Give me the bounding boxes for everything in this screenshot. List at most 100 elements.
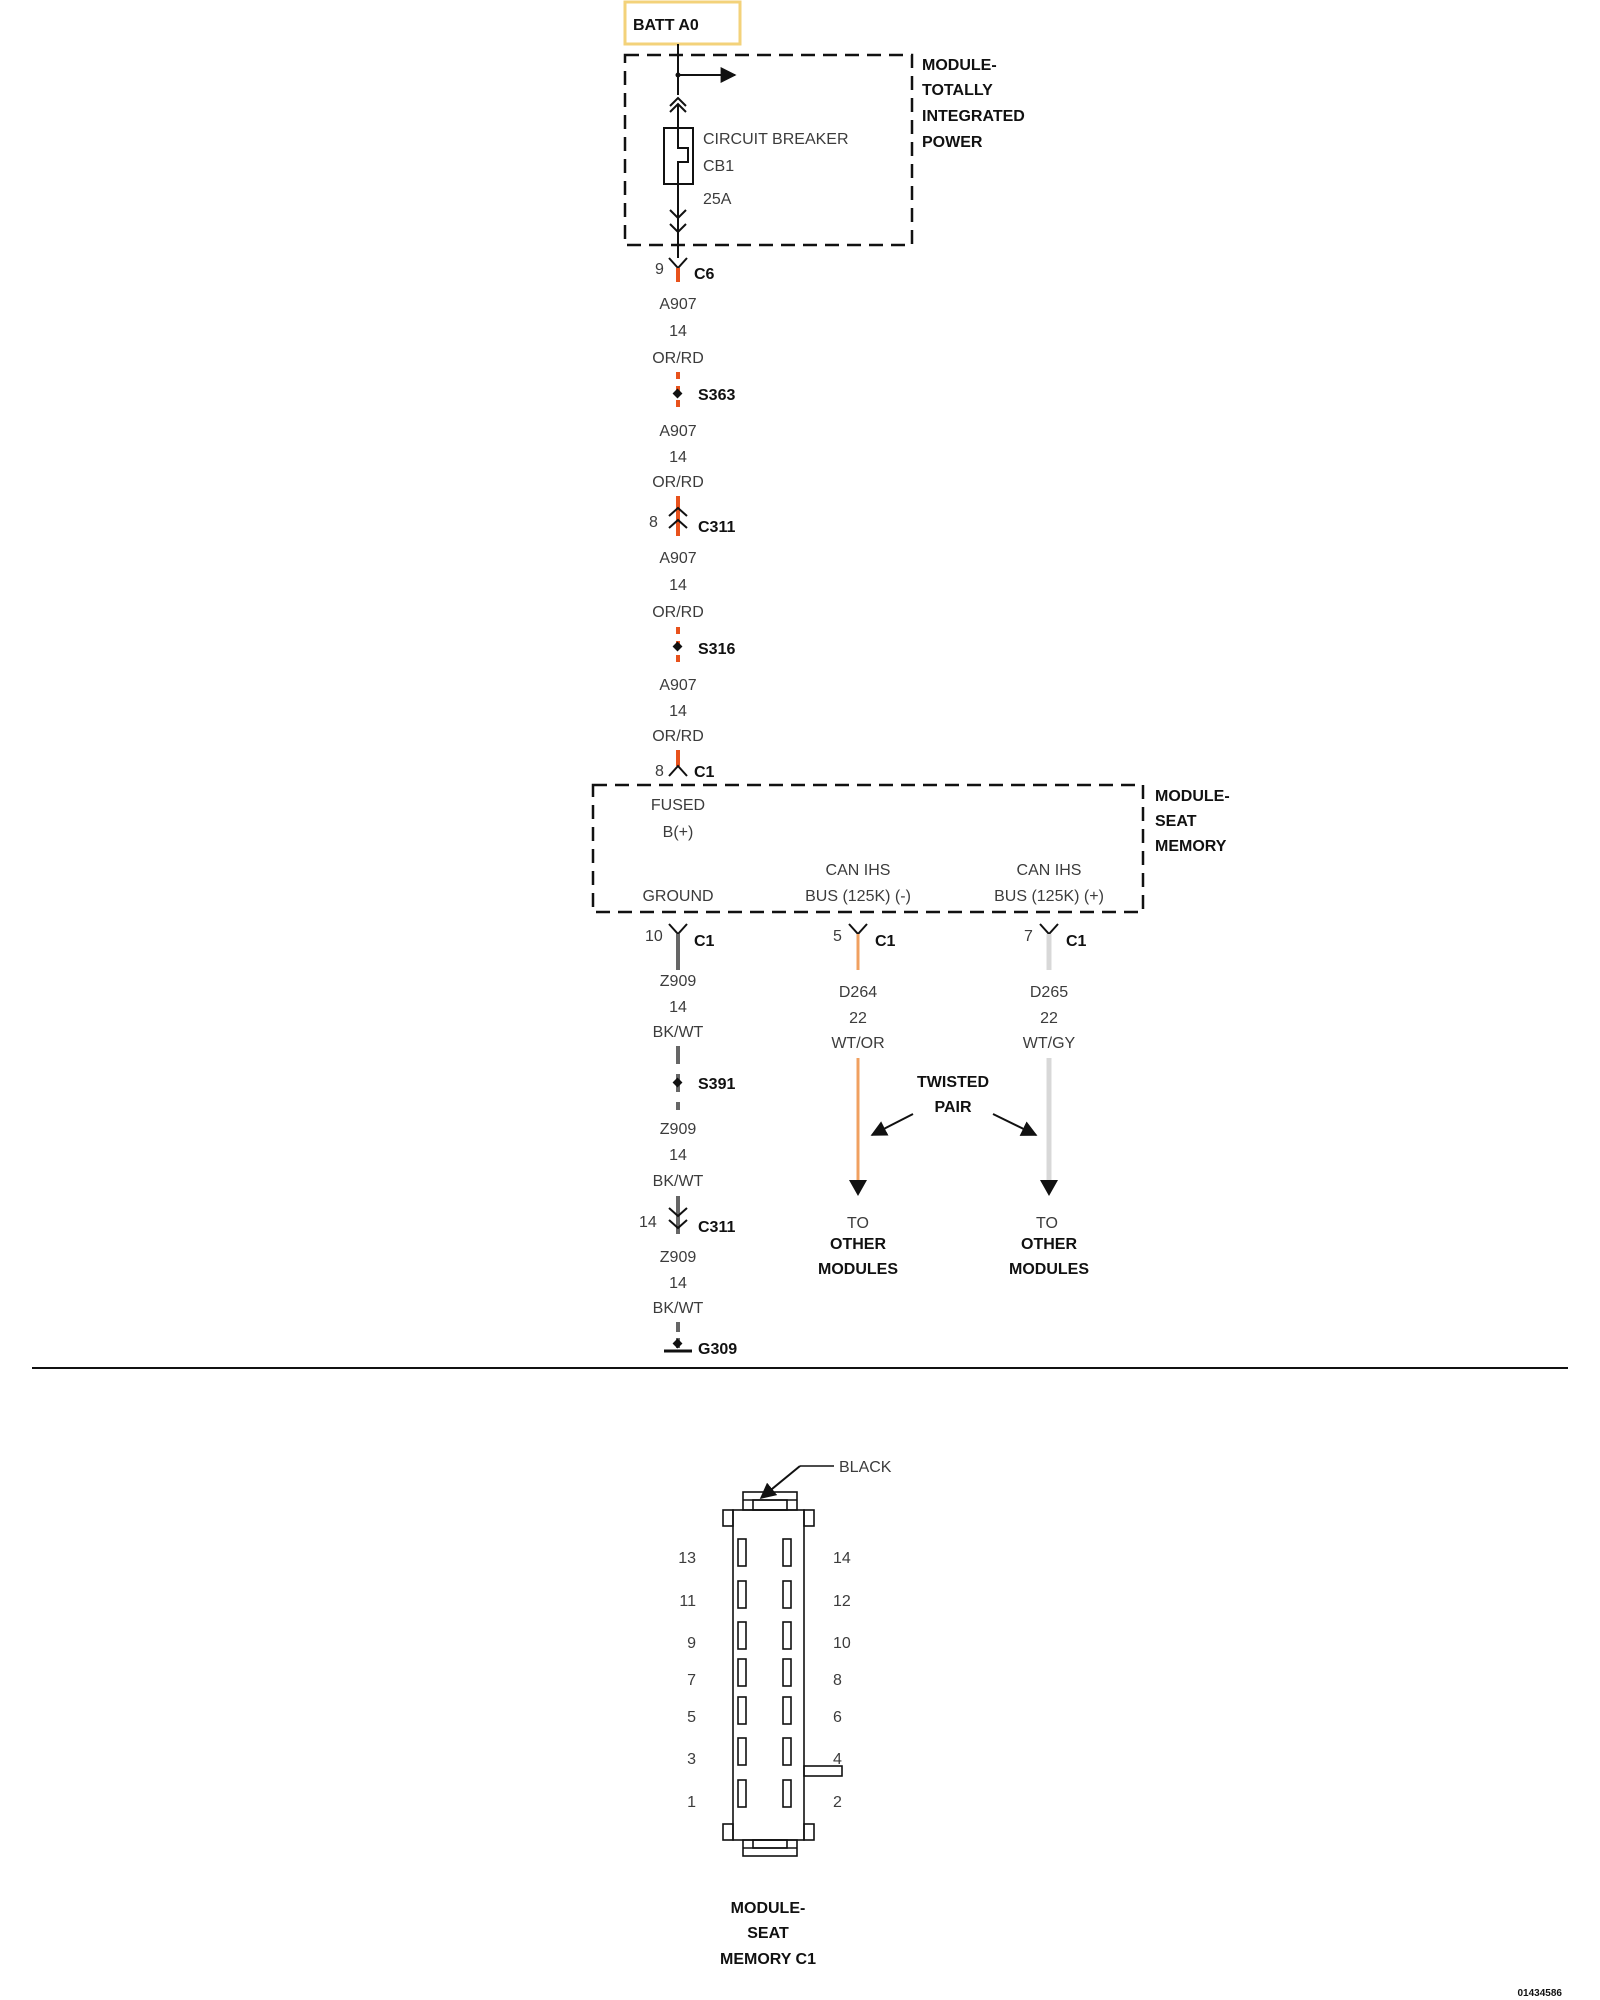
- d265-destination-label: TO OTHER MODULES: [1009, 1215, 1089, 1278]
- svg-text:SEAT: SEAT: [747, 1925, 789, 1942]
- svg-text:Z909: Z909: [660, 1121, 697, 1138]
- d264-arrow-icon: [849, 1180, 867, 1196]
- svg-text:CAN IHS: CAN IHS: [826, 862, 891, 879]
- batt-box[interactable]: [623, 0, 742, 46]
- connector-c1-pin5-icon[interactable]: [848, 923, 868, 970]
- connector-cavities: [737, 1538, 792, 1808]
- svg-text:8: 8: [833, 1672, 842, 1689]
- connector-face-icon[interactable]: [722, 1491, 843, 1857]
- svg-text:3: 3: [687, 1751, 696, 1768]
- tip-module-boundary[interactable]: [623, 53, 914, 247]
- connector-color-label: BLACK: [839, 1459, 892, 1476]
- svg-text:WT/GY: WT/GY: [1023, 1035, 1076, 1052]
- svg-text:22: 22: [849, 1010, 867, 1027]
- svg-text:14: 14: [833, 1550, 851, 1567]
- svg-text:OR/RD: OR/RD: [652, 604, 704, 621]
- c1-pin10-label[interactable]: C1: [694, 933, 715, 950]
- svg-text:OTHER: OTHER: [1021, 1236, 1077, 1253]
- svg-text:14: 14: [669, 1147, 687, 1164]
- svg-text:BK/WT: BK/WT: [653, 1173, 704, 1190]
- circuit-breaker-icon[interactable]: [663, 96, 694, 234]
- svg-text:14: 14: [669, 449, 687, 466]
- svg-text:A907: A907: [659, 677, 696, 694]
- wire-z909-label-3: Z909 14 BK/WT: [653, 1249, 704, 1317]
- svg-text:CAN IHS: CAN IHS: [1017, 862, 1082, 879]
- svg-text:9: 9: [687, 1635, 696, 1652]
- svg-text:CB1: CB1: [703, 158, 734, 175]
- svg-text:OR/RD: OR/RD: [652, 350, 704, 367]
- c1-pin10-pin: 10: [645, 928, 663, 945]
- svg-text:A907: A907: [659, 423, 696, 440]
- wire-a907-label-4: A907 14 OR/RD: [652, 677, 704, 745]
- c1-pin8-label[interactable]: C1: [694, 764, 715, 781]
- c1-pin5-label[interactable]: C1: [875, 933, 896, 950]
- wire-a907-label-1: A907 14 OR/RD: [652, 296, 704, 367]
- connector-c311-ground-icon[interactable]: [668, 1196, 688, 1234]
- svg-text:11: 11: [679, 1593, 696, 1610]
- svg-text:MODULE-: MODULE-: [922, 57, 997, 74]
- svg-text:MODULE-: MODULE-: [1155, 788, 1230, 805]
- connector-c1-pin7-icon[interactable]: [1039, 923, 1059, 970]
- connector-view-title: MODULE- SEAT MEMORY C1: [720, 1900, 816, 1968]
- ground-symbol-icon[interactable]: [664, 1338, 692, 1353]
- pin-numbers-left: 13 11 9 7 5 3 1: [678, 1550, 696, 1811]
- splice-s363-dot[interactable]: [672, 388, 683, 399]
- svg-text:D264: D264: [839, 984, 877, 1001]
- splice-s316-dot[interactable]: [672, 641, 683, 652]
- wire-d265-label: D265 22 WT/GY: [1023, 984, 1076, 1052]
- svg-text:WT/OR: WT/OR: [831, 1035, 884, 1052]
- connector-c1-pin10-icon[interactable]: [668, 923, 688, 970]
- svg-text:6: 6: [833, 1709, 842, 1726]
- wire-a907-label-3: A907 14 OR/RD: [652, 550, 704, 621]
- pin-can-plus-label: CAN IHS BUS (125K) (+): [994, 862, 1104, 905]
- svg-text:OTHER: OTHER: [830, 1236, 886, 1253]
- splice-s391-dot[interactable]: [672, 1077, 683, 1088]
- svg-text:Z909: Z909: [660, 973, 697, 990]
- svg-text:25A: 25A: [703, 191, 732, 208]
- circuit-breaker-label: CIRCUIT BREAKER CB1 25A: [703, 131, 849, 208]
- svg-text:MODULES: MODULES: [1009, 1261, 1089, 1278]
- c311-label[interactable]: C311: [698, 519, 735, 536]
- pin-can-minus-label: CAN IHS BUS (125K) (-): [805, 862, 911, 905]
- svg-text:14: 14: [669, 999, 687, 1016]
- svg-text:BUS (125K) (+): BUS (125K) (+): [994, 888, 1104, 905]
- connector-c6-icon[interactable]: [668, 257, 688, 282]
- svg-text:TOTALLY: TOTALLY: [922, 82, 993, 99]
- connector-c311-icon[interactable]: [668, 496, 688, 536]
- c311-ground-pin: 14: [639, 1214, 657, 1231]
- seat-memory-module-boundary[interactable]: [591, 783, 1145, 914]
- connector-c1-pin8-icon[interactable]: [668, 750, 688, 777]
- c1-pin7-label[interactable]: C1: [1066, 933, 1087, 950]
- svg-text:BK/WT: BK/WT: [653, 1024, 704, 1041]
- svg-text:B(+): B(+): [663, 824, 694, 841]
- svg-text:SEAT: SEAT: [1155, 813, 1197, 830]
- pin-fused-b-label: FUSED B(+): [651, 797, 705, 841]
- splice-s363-label[interactable]: S363: [698, 387, 735, 404]
- svg-text:Z909: Z909: [660, 1249, 697, 1266]
- svg-text:CIRCUIT BREAKER: CIRCUIT BREAKER: [703, 131, 849, 148]
- svg-text:14: 14: [669, 323, 687, 340]
- c1-pin5-pin: 5: [833, 928, 842, 945]
- svg-text:A907: A907: [659, 296, 696, 313]
- svg-text:INTEGRATED: INTEGRATED: [922, 108, 1025, 125]
- tip-module-title: MODULE- TOTALLY INTEGRATED POWER: [922, 57, 1025, 151]
- svg-text:7: 7: [687, 1672, 696, 1689]
- wire-a907-label-2: A907 14 OR/RD: [652, 423, 704, 491]
- svg-text:10: 10: [833, 1635, 851, 1652]
- svg-text:22: 22: [1040, 1010, 1058, 1027]
- c1-pin7-pin: 7: [1024, 928, 1033, 945]
- c311-ground-label[interactable]: C311: [698, 1219, 735, 1236]
- pin-numbers-right: 14 12 10 8 6 4 2: [833, 1550, 851, 1811]
- svg-text:POWER: POWER: [922, 134, 983, 151]
- ground-g309-label[interactable]: G309: [698, 1341, 737, 1358]
- pin-ground-label: GROUND: [642, 888, 713, 905]
- svg-text:MODULE-: MODULE-: [731, 1900, 806, 1917]
- svg-text:2: 2: [833, 1794, 842, 1811]
- splice-s316-label[interactable]: S316: [698, 641, 735, 658]
- splice-s391-label[interactable]: S391: [698, 1076, 735, 1093]
- svg-text:TWISTED: TWISTED: [917, 1074, 989, 1091]
- d265-arrow-icon: [1040, 1180, 1058, 1196]
- svg-text:13: 13: [678, 1550, 696, 1567]
- batt-label: BATT A0: [633, 17, 699, 34]
- c6-label[interactable]: C6: [694, 266, 715, 283]
